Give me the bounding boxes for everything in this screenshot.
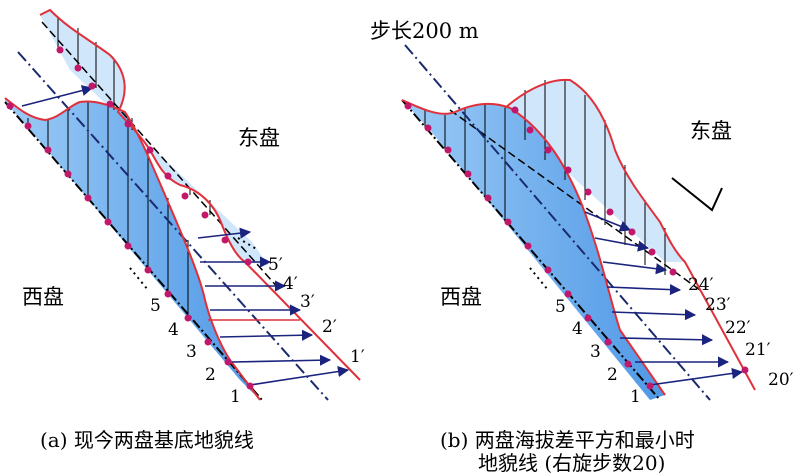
- panel-b-east-number: 22′: [725, 318, 751, 338]
- panel-b-west-label: 西盘: [440, 285, 482, 309]
- panel-a-dots: [129, 237, 259, 291]
- panel-a-east-number: 5′: [268, 255, 283, 275]
- panel-b-east-boundary: [449, 109, 701, 291]
- step-length-label: 步长200 m: [370, 19, 479, 43]
- panel-b-caption-line2: 地貌线 (右旋步数20): [478, 451, 665, 475]
- panel-b-hatch: [424, 80, 666, 275]
- panel-b-east-label: 东盘: [690, 119, 732, 143]
- panel-b-points: [404, 102, 749, 390]
- panel-b-east-number: 24′: [688, 275, 714, 295]
- panel-b-fault-symbol: [671, 177, 723, 212]
- panel-a-west-number: 4: [168, 320, 179, 340]
- panel-a-points: [6, 46, 254, 390]
- panel-b-west-number: 4: [572, 319, 583, 339]
- panel-b-arrows: [584, 211, 744, 386]
- panel-b-east-number: 23′: [705, 295, 731, 315]
- panel-a-west-number: 5: [150, 296, 161, 316]
- panel-a-east-label: 东盘: [238, 126, 280, 150]
- panel-b-west-number: 3: [590, 342, 601, 362]
- panel-a-east-number: 3′: [300, 292, 315, 312]
- panel-a-east-number: 4′: [283, 274, 298, 294]
- panel-a-west-boundary: [4, 101, 263, 401]
- panel-a: 东盘 西盘 1 2 3 4 5 1′ 2′ 3′ 4′ 5′ (a) 现今两盘基…: [4, 8, 365, 452]
- panel-a-west-number: 1: [230, 387, 241, 407]
- panel-b-west-number: 1: [630, 387, 641, 407]
- panel-b-west-profile: [401, 99, 666, 396]
- panel-a-west-number: 2: [205, 365, 216, 385]
- panel-a-west-profile: [4, 97, 261, 401]
- panel-b-east-profile: [504, 78, 756, 391]
- panel-a-caption: (a) 现今两盘基底地貌线: [40, 428, 254, 452]
- panel-a-west-number: 3: [186, 342, 197, 362]
- panel-b-east-number: 20′: [768, 370, 794, 390]
- panel-b-east-fill: [500, 79, 685, 262]
- panel-a-fault-line: [17, 51, 329, 401]
- panel-b-caption-line1: (b) 两盘海拔差平方和最小时: [440, 428, 695, 452]
- panel-b-fault-line: [404, 44, 711, 401]
- panel-a-east-fill: [40, 10, 268, 265]
- panel-a-arrows: [21, 85, 350, 386]
- panel-b-east-number: 21′: [745, 340, 771, 360]
- panel-b: 东盘 西盘 1 2 3 4 5 20′ 21′ 22′ 23′ 24′ (b) …: [401, 44, 794, 475]
- panel-a-east-number: 2′: [322, 317, 337, 337]
- panel-a-east-number: 1′: [350, 347, 365, 367]
- panel-b-west-number: 5: [555, 297, 566, 317]
- panel-b-west-number: 2: [607, 365, 618, 385]
- panel-b-west-boundary: [401, 99, 661, 401]
- panel-a-west-label: 西盘: [22, 285, 64, 309]
